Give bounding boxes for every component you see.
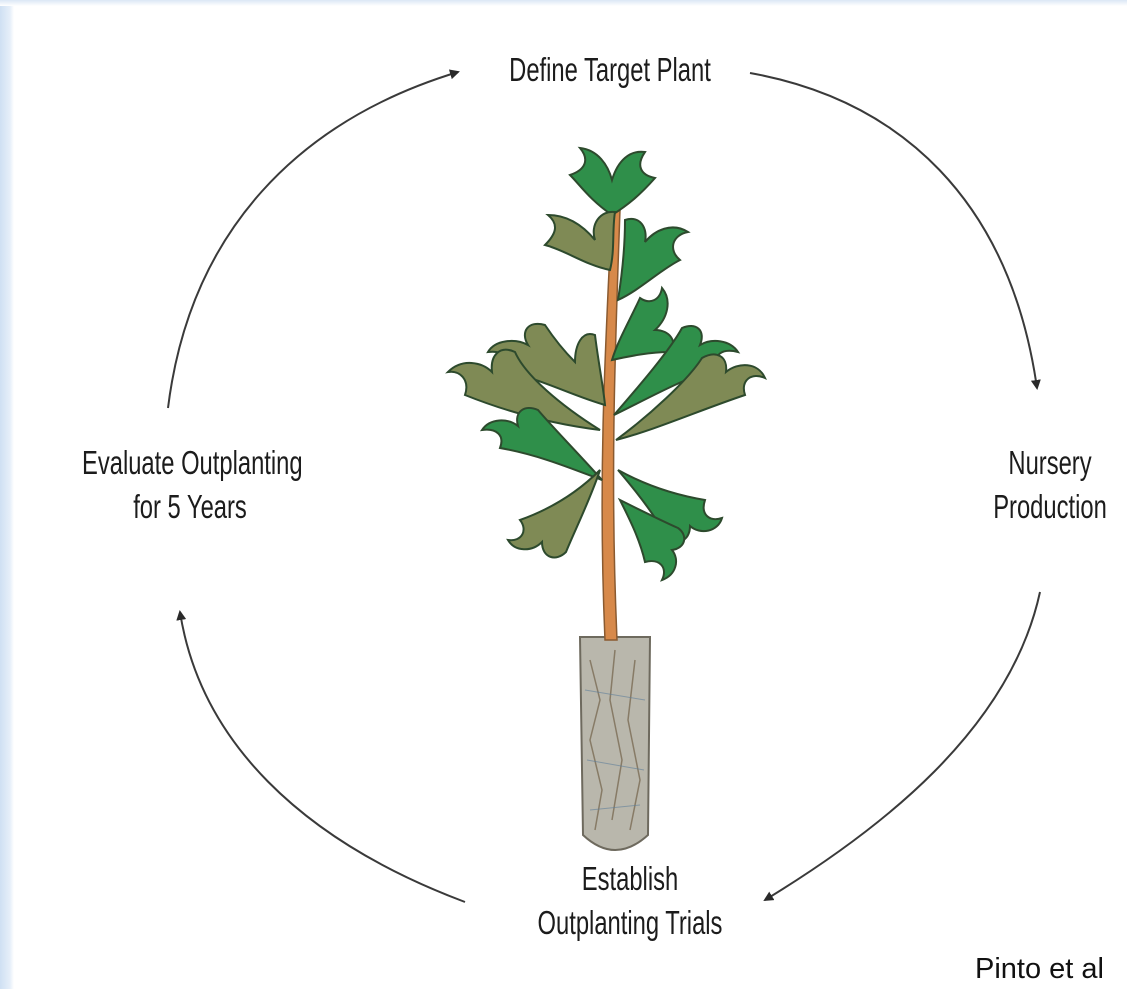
step-nursery-production-line1: Nursery [978, 441, 1122, 485]
step-establish-line1: Establish [522, 857, 738, 901]
step-evaluate-outplanting: Evaluate Outplanting for 5 Years [82, 441, 298, 529]
step-define-target-plant-text: Define Target Plant [480, 48, 739, 92]
step-evaluate-line2: for 5 Years [82, 485, 298, 529]
step-define-target-plant: Define Target Plant [480, 48, 739, 92]
stem [602, 210, 620, 640]
arrow-nursery-to-trials [765, 592, 1040, 900]
arrow-evaluate-to-target [168, 72, 458, 408]
arrow-trials-to-evaluate [180, 612, 465, 902]
step-establish-outplanting-trials: Establish Outplanting Trials [522, 857, 738, 945]
source-credit: Pinto et al [975, 953, 1104, 986]
step-evaluate-line1: Evaluate Outplanting [82, 441, 298, 485]
arrow-target-to-nursery [750, 73, 1037, 388]
step-establish-line2: Outplanting Trials [522, 901, 738, 945]
step-nursery-production: Nursery Production [978, 441, 1122, 529]
step-nursery-production-line2: Production [978, 485, 1122, 529]
seedling-illustration [448, 148, 765, 850]
